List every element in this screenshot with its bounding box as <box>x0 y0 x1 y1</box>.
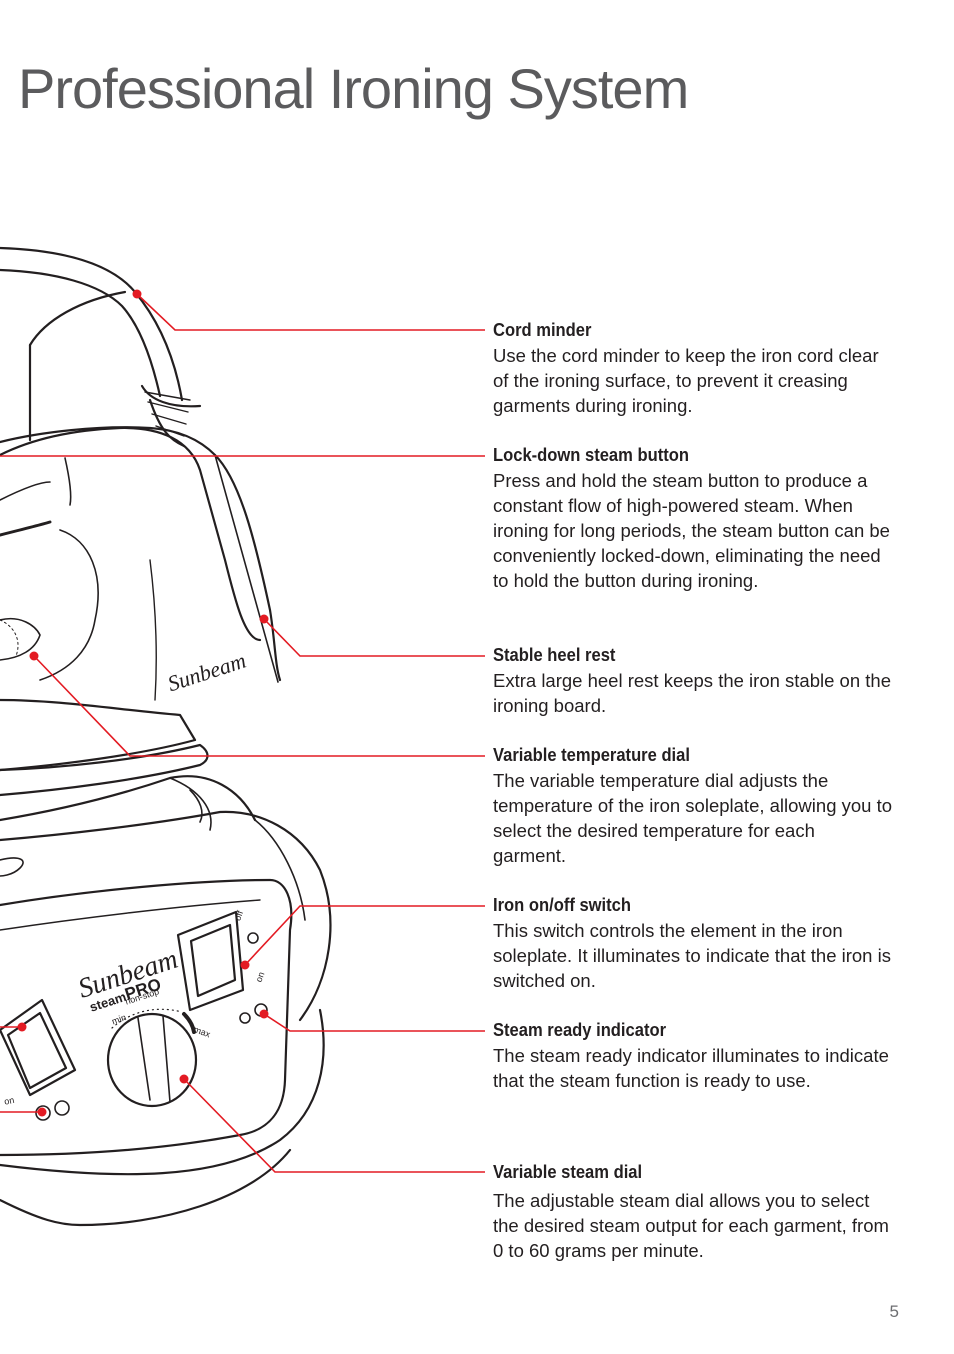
callout-dot <box>240 960 250 970</box>
callout-dot <box>37 1107 47 1117</box>
callout-variable-steam-dial <box>183 1078 485 1173</box>
dial-min-label: min <box>110 1012 127 1026</box>
callout-stable-heel-rest <box>263 618 485 657</box>
steam-dial-graphic <box>106 1008 198 1108</box>
callout-dot <box>17 1022 27 1032</box>
iron-body <box>0 426 282 797</box>
switch-off-label: off <box>232 909 245 922</box>
feature-variable-steam-dial: Variable steam dial The adjustable steam… <box>493 1160 893 1263</box>
feature-description: Use the cord minder to keep the iron cor… <box>493 345 879 416</box>
feature-variable-temperature-dial: Variable temperature dial The variable t… <box>493 743 893 868</box>
callout-dots <box>17 289 269 1117</box>
callout-iron-on-off-switch <box>244 905 485 966</box>
feature-heading: Variable steam dial <box>493 1162 643 1182</box>
callout-dot <box>179 1074 189 1084</box>
iron-brand-logo: Sunbeam <box>164 648 248 697</box>
left-switch-graphic <box>0 998 77 1121</box>
cord-minder <box>0 246 202 448</box>
callout-cord-minder <box>136 293 485 331</box>
switch-on-label: on <box>254 971 267 984</box>
feature-heading: Lock-down steam button <box>493 445 689 465</box>
callout-steam-ready-indicator <box>263 1013 485 1032</box>
base-station <box>0 775 332 1227</box>
feature-heading: Iron on/off switch <box>493 895 631 915</box>
feature-heading: Cord minder <box>493 320 592 340</box>
feature-description: This switch controls the element in the … <box>493 920 891 991</box>
feature-iron-on-off-switch: Iron on/off switch This switch controls … <box>493 893 893 993</box>
feature-heading: Steam ready indicator <box>493 1020 667 1040</box>
callout-dot <box>132 289 142 299</box>
callout-lines <box>0 293 485 1173</box>
feature-description: Extra large heel rest keeps the iron sta… <box>493 670 891 716</box>
page-title: Professional Ironing System <box>18 57 689 120</box>
dial-max-label: max <box>192 1024 212 1039</box>
feature-description: The adjustable steam dial allows you to … <box>493 1190 889 1261</box>
feature-stable-heel-rest: Stable heel rest Extra large heel rest k… <box>493 643 893 718</box>
feature-description: Press and hold the steam button to produ… <box>493 470 890 591</box>
callout-dot <box>259 1009 269 1019</box>
callout-dot <box>259 614 269 624</box>
left-switch-on-label: on <box>3 1095 15 1107</box>
iron-on-off-switch-graphic <box>176 910 268 1024</box>
feature-description: The steam ready indicator illuminates to… <box>493 1045 889 1091</box>
feature-lock-down-steam-button: Lock-down steam button Press and hold th… <box>493 443 893 593</box>
feature-heading: Variable temperature dial <box>493 745 690 765</box>
feature-heading: Stable heel rest <box>493 645 616 665</box>
feature-description: The variable temperature dial adjusts th… <box>493 770 893 866</box>
feature-steam-ready-indicator: Steam ready indicator The steam ready in… <box>493 1018 893 1093</box>
callout-dot <box>29 651 39 661</box>
page-number: 5 <box>889 1302 899 1321</box>
feature-cord-minder: Cord minder Use the cord minder to keep … <box>493 318 893 418</box>
callout-variable-temperature-dial <box>33 655 485 757</box>
